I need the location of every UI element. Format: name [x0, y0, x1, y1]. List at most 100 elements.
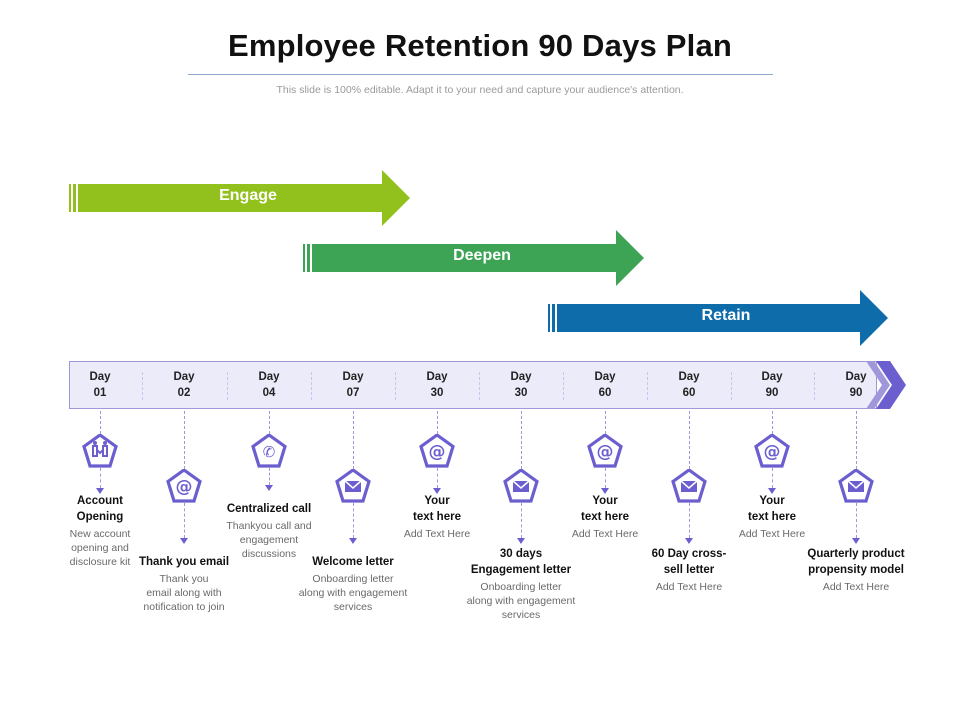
- milestone-description-line: engagement: [239, 534, 299, 546]
- day-word: Day: [89, 371, 111, 383]
- day-separator: [395, 372, 396, 400]
- svg-text:@: @: [176, 477, 193, 497]
- milestone-heading-line: text here: [413, 511, 461, 523]
- svg-text:✆: ✆: [263, 443, 276, 461]
- milestone-description-line: disclosure kit: [69, 556, 131, 568]
- day-number: 60: [598, 387, 612, 399]
- milestone-description-line: Add Text Here: [571, 528, 639, 540]
- milestone-connector: [353, 503, 354, 538]
- milestone-description-line: opening and: [71, 542, 129, 554]
- day-number: 01: [93, 387, 107, 399]
- milestone-description-line: notification to join: [143, 601, 225, 613]
- milestone-description-line: services: [501, 609, 541, 621]
- milestone-connector: [437, 468, 438, 488]
- day-separator: [226, 372, 228, 400]
- arrow-head: [852, 538, 860, 544]
- milestone-description-line: email along with: [146, 587, 222, 599]
- milestone-description-line: discussions: [241, 548, 297, 560]
- milestone-heading-line: 30 days: [499, 548, 543, 560]
- milestone-heading: 60 Day cross-sell letter: [614, 546, 764, 578]
- day-label: Day 90: [826, 369, 886, 401]
- milestone-connector: [856, 411, 857, 469]
- milestone-heading: Quarterly product propensity model: [781, 546, 931, 578]
- day-word: Day: [426, 371, 448, 383]
- day-word: Day: [845, 371, 867, 383]
- milestone-connector: [856, 503, 857, 538]
- milestone-description-line: along with engagement: [298, 587, 408, 599]
- arrow-head: [180, 538, 188, 544]
- svg-text:@: @: [764, 442, 781, 462]
- title-divider: [188, 74, 773, 75]
- day-label: Day 01: [70, 369, 130, 401]
- day-word: Day: [761, 371, 783, 383]
- subtitle: This slide is 100% editable. Adapt it to…: [276, 84, 684, 96]
- milestone-connector: [689, 411, 690, 469]
- milestone-description-line: Add Text Here: [655, 581, 723, 593]
- milestone-connector: [100, 468, 101, 488]
- milestone-description: Add Text Here: [614, 580, 764, 594]
- day-word: Day: [594, 371, 616, 383]
- timeline-bar: [69, 361, 877, 409]
- milestone-heading-line: sell letter: [663, 564, 715, 576]
- day-number: 90: [765, 387, 779, 399]
- envelope-icon: [503, 469, 539, 503]
- day-label: Day 60: [659, 369, 719, 401]
- day-number: 60: [682, 387, 696, 399]
- milestone-heading: Thank you email: [109, 554, 259, 570]
- milestone-connector: [269, 468, 270, 485]
- day-label: Day 60: [575, 369, 635, 401]
- arrow-head: [265, 485, 273, 491]
- milestone-description: New account opening and disclosure kit: [25, 527, 175, 569]
- milestone-heading: Welcome letter: [278, 554, 428, 570]
- milestone-heading-line: Centralized call: [226, 503, 312, 515]
- milestone-heading-line: propensity model: [808, 564, 904, 576]
- engage-arrow: [69, 170, 410, 226]
- milestone-heading-line: Your: [759, 495, 785, 507]
- day-label: Day 30: [491, 369, 551, 401]
- day-number: 30: [514, 387, 528, 399]
- milestone-description-line: Thank you: [159, 573, 209, 585]
- milestone-heading-line: Quarterly product: [807, 548, 905, 560]
- milestone-description: Add Text Here: [530, 527, 680, 541]
- milestone-description-line: Add Text Here: [403, 528, 471, 540]
- arrow-head: [685, 538, 693, 544]
- milestone-heading-line: text here: [748, 511, 796, 523]
- page-title: Employee Retention 90 Days Plan: [227, 28, 733, 63]
- envelope-icon: [335, 469, 371, 503]
- milestone-connector: [521, 411, 522, 469]
- milestone-heading-line: text here: [581, 511, 629, 523]
- milestone-heading-line: Opening: [76, 511, 124, 523]
- arrow-head: [349, 538, 357, 544]
- milestone-description-line: Add Text Here: [822, 581, 890, 593]
- day-word: Day: [678, 371, 700, 383]
- at-icon: @: [419, 434, 455, 468]
- day-number: 07: [346, 387, 360, 399]
- day-word: Day: [258, 371, 280, 383]
- day-separator: [814, 372, 815, 400]
- milestone-description-line: New account: [69, 528, 131, 540]
- at-icon: @: [587, 434, 623, 468]
- arrow-head: [601, 488, 609, 494]
- day-separator: [142, 372, 143, 400]
- milestone-connector: [353, 411, 354, 469]
- milestone-connector: [184, 411, 185, 469]
- milestone-connector: [269, 411, 270, 434]
- day-separator: [479, 372, 480, 400]
- phase-label-engage: Engage: [219, 187, 277, 204]
- day-word: Day: [510, 371, 532, 383]
- day-number: 90: [849, 387, 863, 399]
- arrow-head: [433, 488, 441, 494]
- milestone-description: Add Text Here: [781, 580, 931, 594]
- milestone-connector: [772, 411, 773, 434]
- milestone-description-line: along with engagement: [466, 595, 576, 607]
- milestone-heading-line: Account: [77, 495, 123, 507]
